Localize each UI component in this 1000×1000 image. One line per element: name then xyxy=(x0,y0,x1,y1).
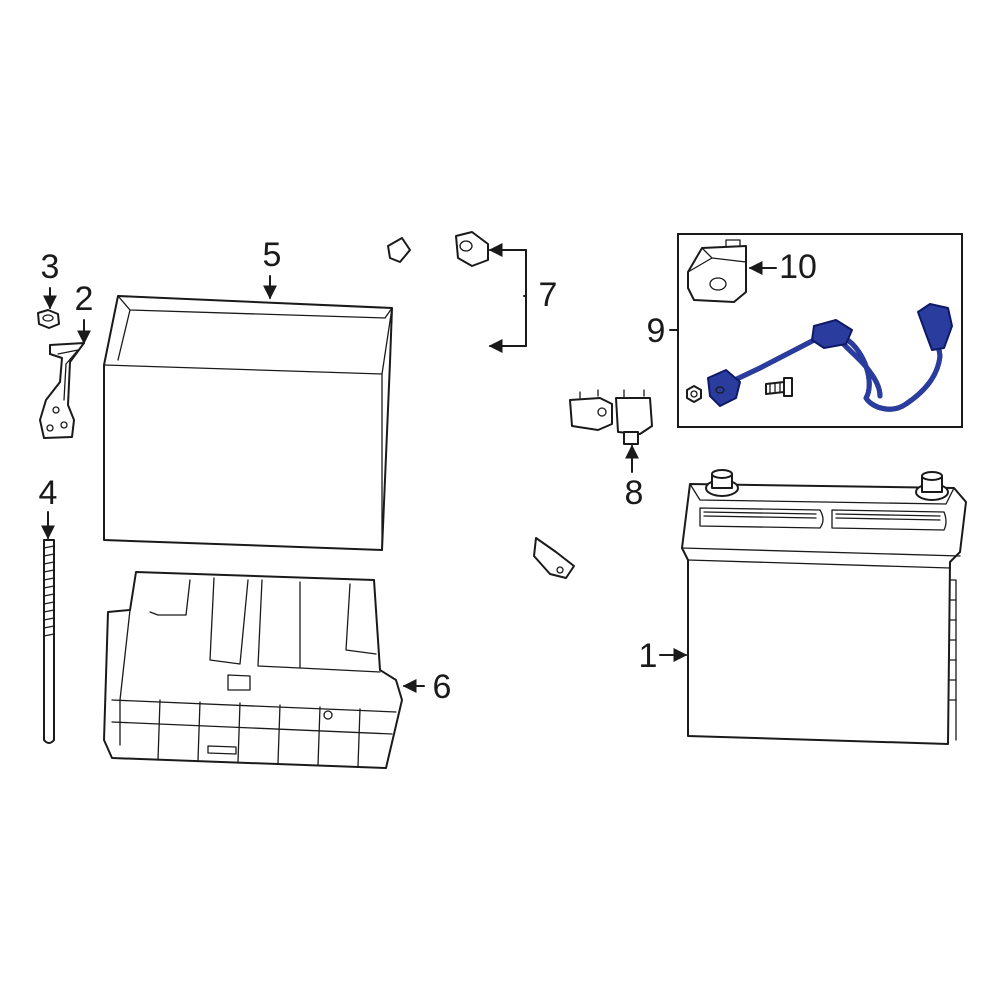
part-8-terminal-block[interactable] xyxy=(569,389,653,445)
part-1-battery[interactable] xyxy=(681,469,967,745)
callout-2: 2 xyxy=(75,280,94,318)
callout-6: 6 xyxy=(433,668,452,706)
part-9-positive-cable-harness[interactable] xyxy=(707,303,953,412)
leader-lines xyxy=(41,243,777,693)
callout-7: 7 xyxy=(539,276,558,314)
callout-5: 5 xyxy=(263,236,282,274)
part-3-nut[interactable] xyxy=(37,309,60,329)
part-5-battery-cover[interactable] xyxy=(103,295,393,551)
part-2-bracket[interactable] xyxy=(39,342,85,439)
callout-10: 10 xyxy=(779,248,817,286)
part-7-negative-cable[interactable] xyxy=(387,231,575,579)
part-9-nut[interactable] xyxy=(686,385,702,403)
part-6-battery-tray[interactable] xyxy=(103,571,403,769)
callout-1: 1 xyxy=(639,637,658,675)
callout-4: 4 xyxy=(39,474,58,512)
callout-9: 9 xyxy=(647,312,666,350)
part-9-bolt[interactable] xyxy=(765,377,793,397)
callout-3: 3 xyxy=(41,248,60,286)
callout-labels: 3 2 4 5 6 7 8 1 9 10 xyxy=(39,236,817,706)
callout-8: 8 xyxy=(625,474,644,512)
part-4-hold-down-rod[interactable] xyxy=(43,539,55,744)
part-10-terminal-cover[interactable] xyxy=(687,239,747,303)
leader-7b xyxy=(488,295,527,353)
leader-7a xyxy=(488,243,527,297)
